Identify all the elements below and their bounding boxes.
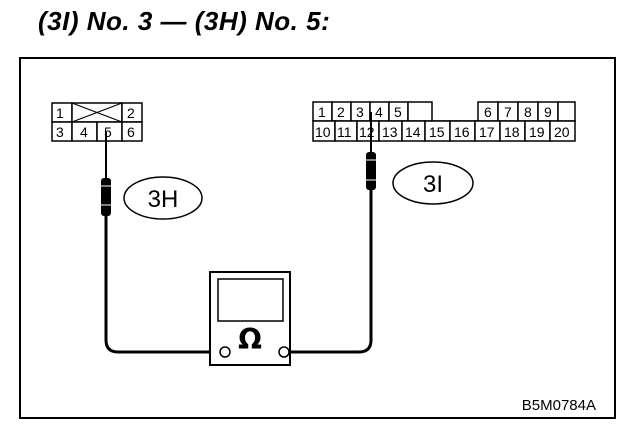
probe-3h-tip	[101, 178, 111, 216]
connector-3i-pin: 17	[479, 124, 495, 140]
connector-3i-pin: 19	[529, 124, 545, 140]
connector-3h-pin: 2	[127, 105, 135, 121]
label-3i: 3I	[392, 161, 474, 205]
ohm-symbol-icon: Ω	[238, 323, 262, 356]
connector-3i-pin: 5	[394, 104, 402, 120]
connector-3i-pin: 1	[318, 104, 326, 120]
connector-3i-pin: 2	[337, 104, 345, 120]
connector-3i-pin: 13	[382, 124, 398, 140]
ohmmeter-display	[217, 278, 284, 322]
connector-3i-pin: 3	[356, 104, 364, 120]
page-title: (3I) No. 3 — (3H) No. 5:	[38, 6, 331, 36]
connector-3i-pin: 10	[315, 124, 331, 140]
connector-3h-pin: 3	[56, 124, 64, 140]
connector-3i-pin: 6	[484, 104, 492, 120]
ohmmeter: Ω	[209, 271, 291, 366]
label-3h: 3H	[123, 176, 203, 220]
connector-3i-pin: 11	[337, 124, 352, 140]
connector-3i-pin: 8	[524, 104, 532, 120]
diagram-frame	[19, 57, 616, 419]
connector-3h-pin: 4	[80, 124, 88, 140]
connector-3h: 1 2 3 4 5 6	[51, 102, 143, 142]
connector-3i-pin: 14	[405, 124, 421, 140]
connector-3h-pin: 5	[104, 124, 112, 140]
figure-code: B5M0784A	[522, 397, 596, 414]
connector-3i-pin: 9	[544, 104, 552, 120]
connector-3i: 1 2 3 4 5 6 7 8 9 10 11 12 13 14 15 16 1…	[312, 101, 576, 142]
probe-3i	[366, 112, 376, 190]
connector-3i-pin: 20	[554, 124, 570, 140]
lead-wire-right	[290, 190, 373, 354]
connector-3h-pin: 1	[56, 105, 64, 121]
connector-3i-pin: 7	[504, 104, 512, 120]
ohmmeter-terminal-left	[219, 346, 231, 358]
connector-3i-pin: 4	[375, 104, 383, 120]
connector-3i-pin: 18	[504, 124, 520, 140]
label-3h-text: 3H	[148, 186, 179, 213]
probe-3i-tip	[366, 152, 376, 190]
connector-3h-pin: 6	[127, 124, 135, 140]
connector-3i-pin: 16	[454, 124, 470, 140]
connector-3i-pin: 12	[359, 124, 375, 140]
label-3i-text: 3I	[423, 171, 443, 198]
lead-wire-left	[104, 216, 220, 354]
connector-3i-pin: 15	[429, 124, 445, 140]
probe-3h	[101, 132, 111, 216]
ohmmeter-terminal-right	[278, 346, 290, 358]
